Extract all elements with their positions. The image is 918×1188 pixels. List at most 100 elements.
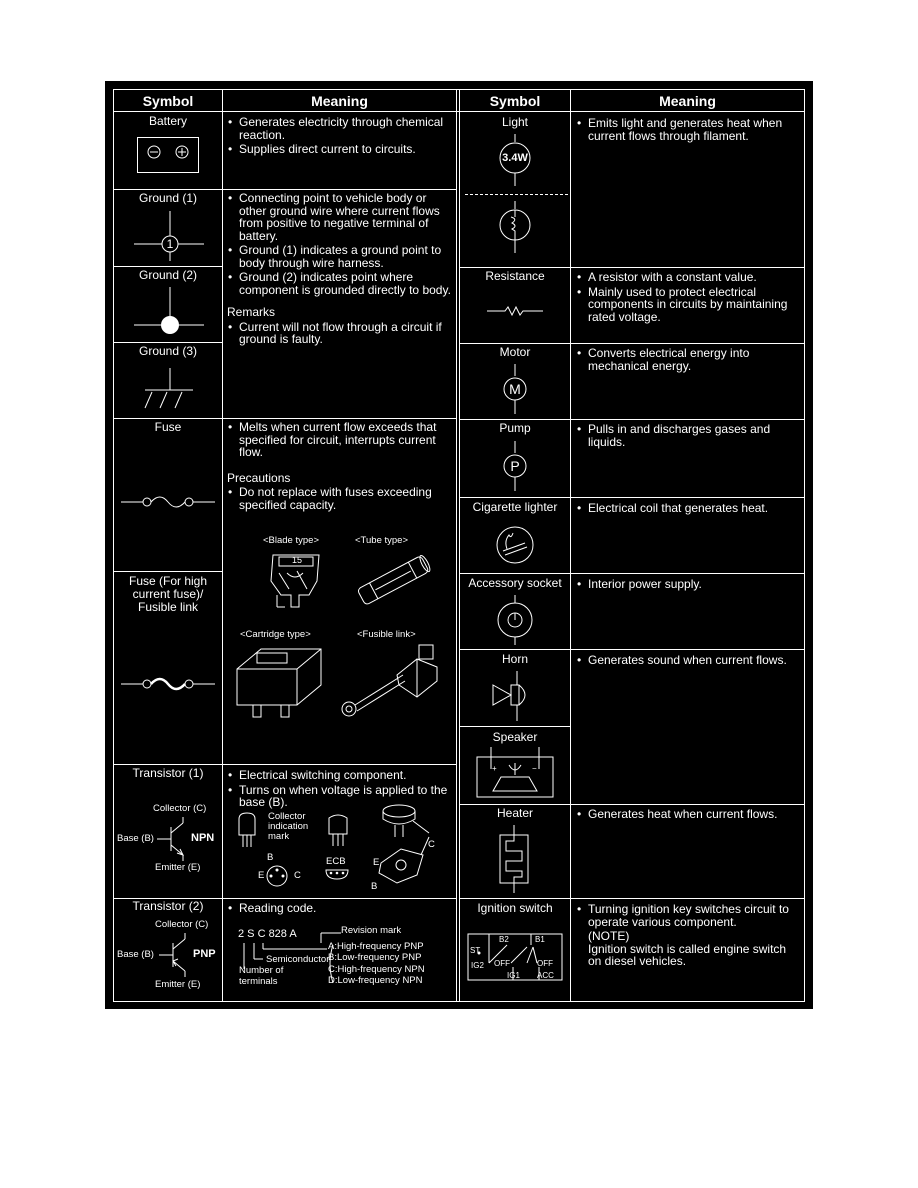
horn-icon (491, 671, 537, 721)
table-border-left (113, 89, 114, 1002)
meaning-item: Ground (2) indicates point where compone… (227, 271, 453, 296)
code-example: 2 S C 828 A (238, 928, 297, 940)
pin-e-label: E (258, 870, 265, 881)
transistor-1-label: Transistor (1) (132, 766, 204, 780)
collector-indication-label: Collector indication mark (268, 811, 309, 842)
meaning-item: Interior power supply. (576, 578, 800, 591)
ground-2-label: Ground (2) (138, 268, 198, 282)
row-divider (459, 497, 804, 498)
header-symbol: Symbol (489, 93, 541, 109)
table-border-right (804, 89, 805, 1002)
ground-1-icon (134, 211, 204, 261)
tube-type-label: <Tube type> (355, 535, 408, 546)
transistor-2-label: Transistor (2) (132, 899, 204, 913)
fusible-link-label: <Fusible link> (357, 629, 416, 640)
transistor-can-icon (237, 813, 267, 851)
pin-b-label: B (267, 852, 274, 863)
ground-2-icon (134, 287, 204, 334)
power-transistor-icon (373, 803, 435, 891)
accessory-socket-meaning: Interior power supply. (576, 578, 800, 593)
meaning-item: Emits light and generates heat when curr… (576, 117, 800, 142)
heater-meaning: Generates heat when current flows. (576, 808, 800, 823)
code-legend: A:High-frequency PNP B:Low-frequency PNP… (328, 941, 425, 986)
row-divider (459, 267, 804, 268)
light-variant-divider (465, 194, 568, 195)
row-divider (459, 573, 804, 574)
ignition-switch-meaning: Turning ignition key switches circuit to… (576, 903, 800, 968)
cigarette-lighter-meaning: Electrical coil that generates heat. (576, 502, 800, 517)
npn-transistor-icon (157, 817, 191, 861)
battery-meaning: Generates electricity through chemical r… (227, 116, 453, 158)
center-divider (459, 89, 460, 1002)
battery-icon (137, 137, 199, 173)
ground-meaning: Connecting point to vehicle body or othe… (227, 192, 453, 348)
base-label: Base (B) (117, 833, 154, 844)
header-symbol: Symbol (142, 93, 194, 109)
meaning-item: Reading code. (227, 902, 453, 915)
ground-1-label: Ground (1) (138, 191, 198, 205)
code-item: D:Low-frequency NPN (328, 974, 423, 986)
reading-code-meaning: Reading code. (227, 902, 453, 917)
header-meaning: Meaning (311, 93, 368, 109)
ignition-switch-label: Ignition switch (477, 901, 553, 915)
cartridge-fuse-icon (233, 643, 325, 721)
meaning-item: Connecting point to vehicle body or othe… (227, 192, 453, 242)
power-e-label: E (373, 857, 380, 868)
ign-b1: B1 (535, 935, 545, 944)
blade-type-label: <Blade type> (263, 535, 319, 546)
precautions-label: Precautions (227, 470, 291, 485)
pump-label: Pump (499, 421, 531, 435)
accessory-socket-icon (497, 595, 533, 645)
light-rating: 3.4W (502, 152, 528, 164)
meaning-item: Electrical switching component. (227, 769, 453, 782)
meaning-item: Supplies direct current to circuits. (227, 143, 453, 156)
symbol-table: Symbol Meaning Symbol Meaning Battery Ge… (105, 81, 813, 1009)
fuse-meaning: Melts when current flow exceeds that spe… (227, 421, 453, 513)
pump-icon (503, 441, 527, 491)
collector-label: Collector (C) (153, 803, 207, 814)
npn-label: NPN (191, 832, 215, 844)
meaning-item: Generates heat when current flows. (576, 808, 800, 821)
ign-ig2: IG2 (471, 961, 484, 970)
transistor-flat-icon (327, 814, 349, 848)
light-meaning: Emits light and generates heat when curr… (576, 117, 800, 144)
meaning-item: Mainly used to protect electrical compon… (576, 285, 800, 324)
pnp-transistor-icon (159, 933, 193, 977)
code-item: C:High-frequency NPN (328, 963, 425, 975)
row-divider (459, 898, 804, 899)
transistor-meaning: Electrical switching component. Turns on… (227, 769, 453, 811)
note-label: (NOTE) (588, 929, 630, 943)
revision-mark-label: Revision mark (341, 925, 402, 936)
light-bulb-icon (498, 134, 532, 186)
pump-letter: P (510, 458, 520, 474)
pinout-bottom-icon (255, 864, 299, 888)
pin-c-label: C (294, 870, 301, 881)
ign-off: OFF (494, 959, 510, 968)
accessory-socket-label: Accessory socket (468, 576, 562, 590)
blade-fuse-icon (265, 551, 325, 609)
terminals-label: Number of terminals (239, 965, 284, 987)
ign-b2: B2 (499, 935, 509, 944)
ignition-switch-icon (467, 933, 563, 981)
fuse-high-current-label: Fuse (For high current fuse)/ Fusible li… (128, 574, 208, 614)
heater-icon (498, 825, 530, 893)
power-c-label: C (428, 839, 435, 850)
blade-rating: 15 (292, 555, 303, 565)
fusible-link-icon (333, 641, 443, 721)
meaning-item: A resistor with a constant value. (576, 271, 800, 284)
column-divider (570, 89, 571, 1002)
cartridge-type-label: <Cartridge type> (240, 629, 311, 640)
fuse-label: Fuse (154, 420, 182, 434)
ground-3-icon (140, 368, 196, 410)
row-divider (113, 418, 456, 419)
ground-3-label: Ground (3) (138, 344, 198, 358)
ign-acc: ACC (537, 971, 554, 980)
resistor-icon (487, 306, 543, 316)
tube-fuse-icon (351, 553, 437, 607)
svg-text:+: + (492, 764, 497, 773)
motor-letter: M (509, 381, 521, 397)
ign-off-2: OFF (537, 959, 553, 968)
ecb-label: ECB (326, 856, 346, 867)
base-label: Base (B) (117, 949, 154, 960)
pnp-label: PNP (193, 948, 216, 960)
